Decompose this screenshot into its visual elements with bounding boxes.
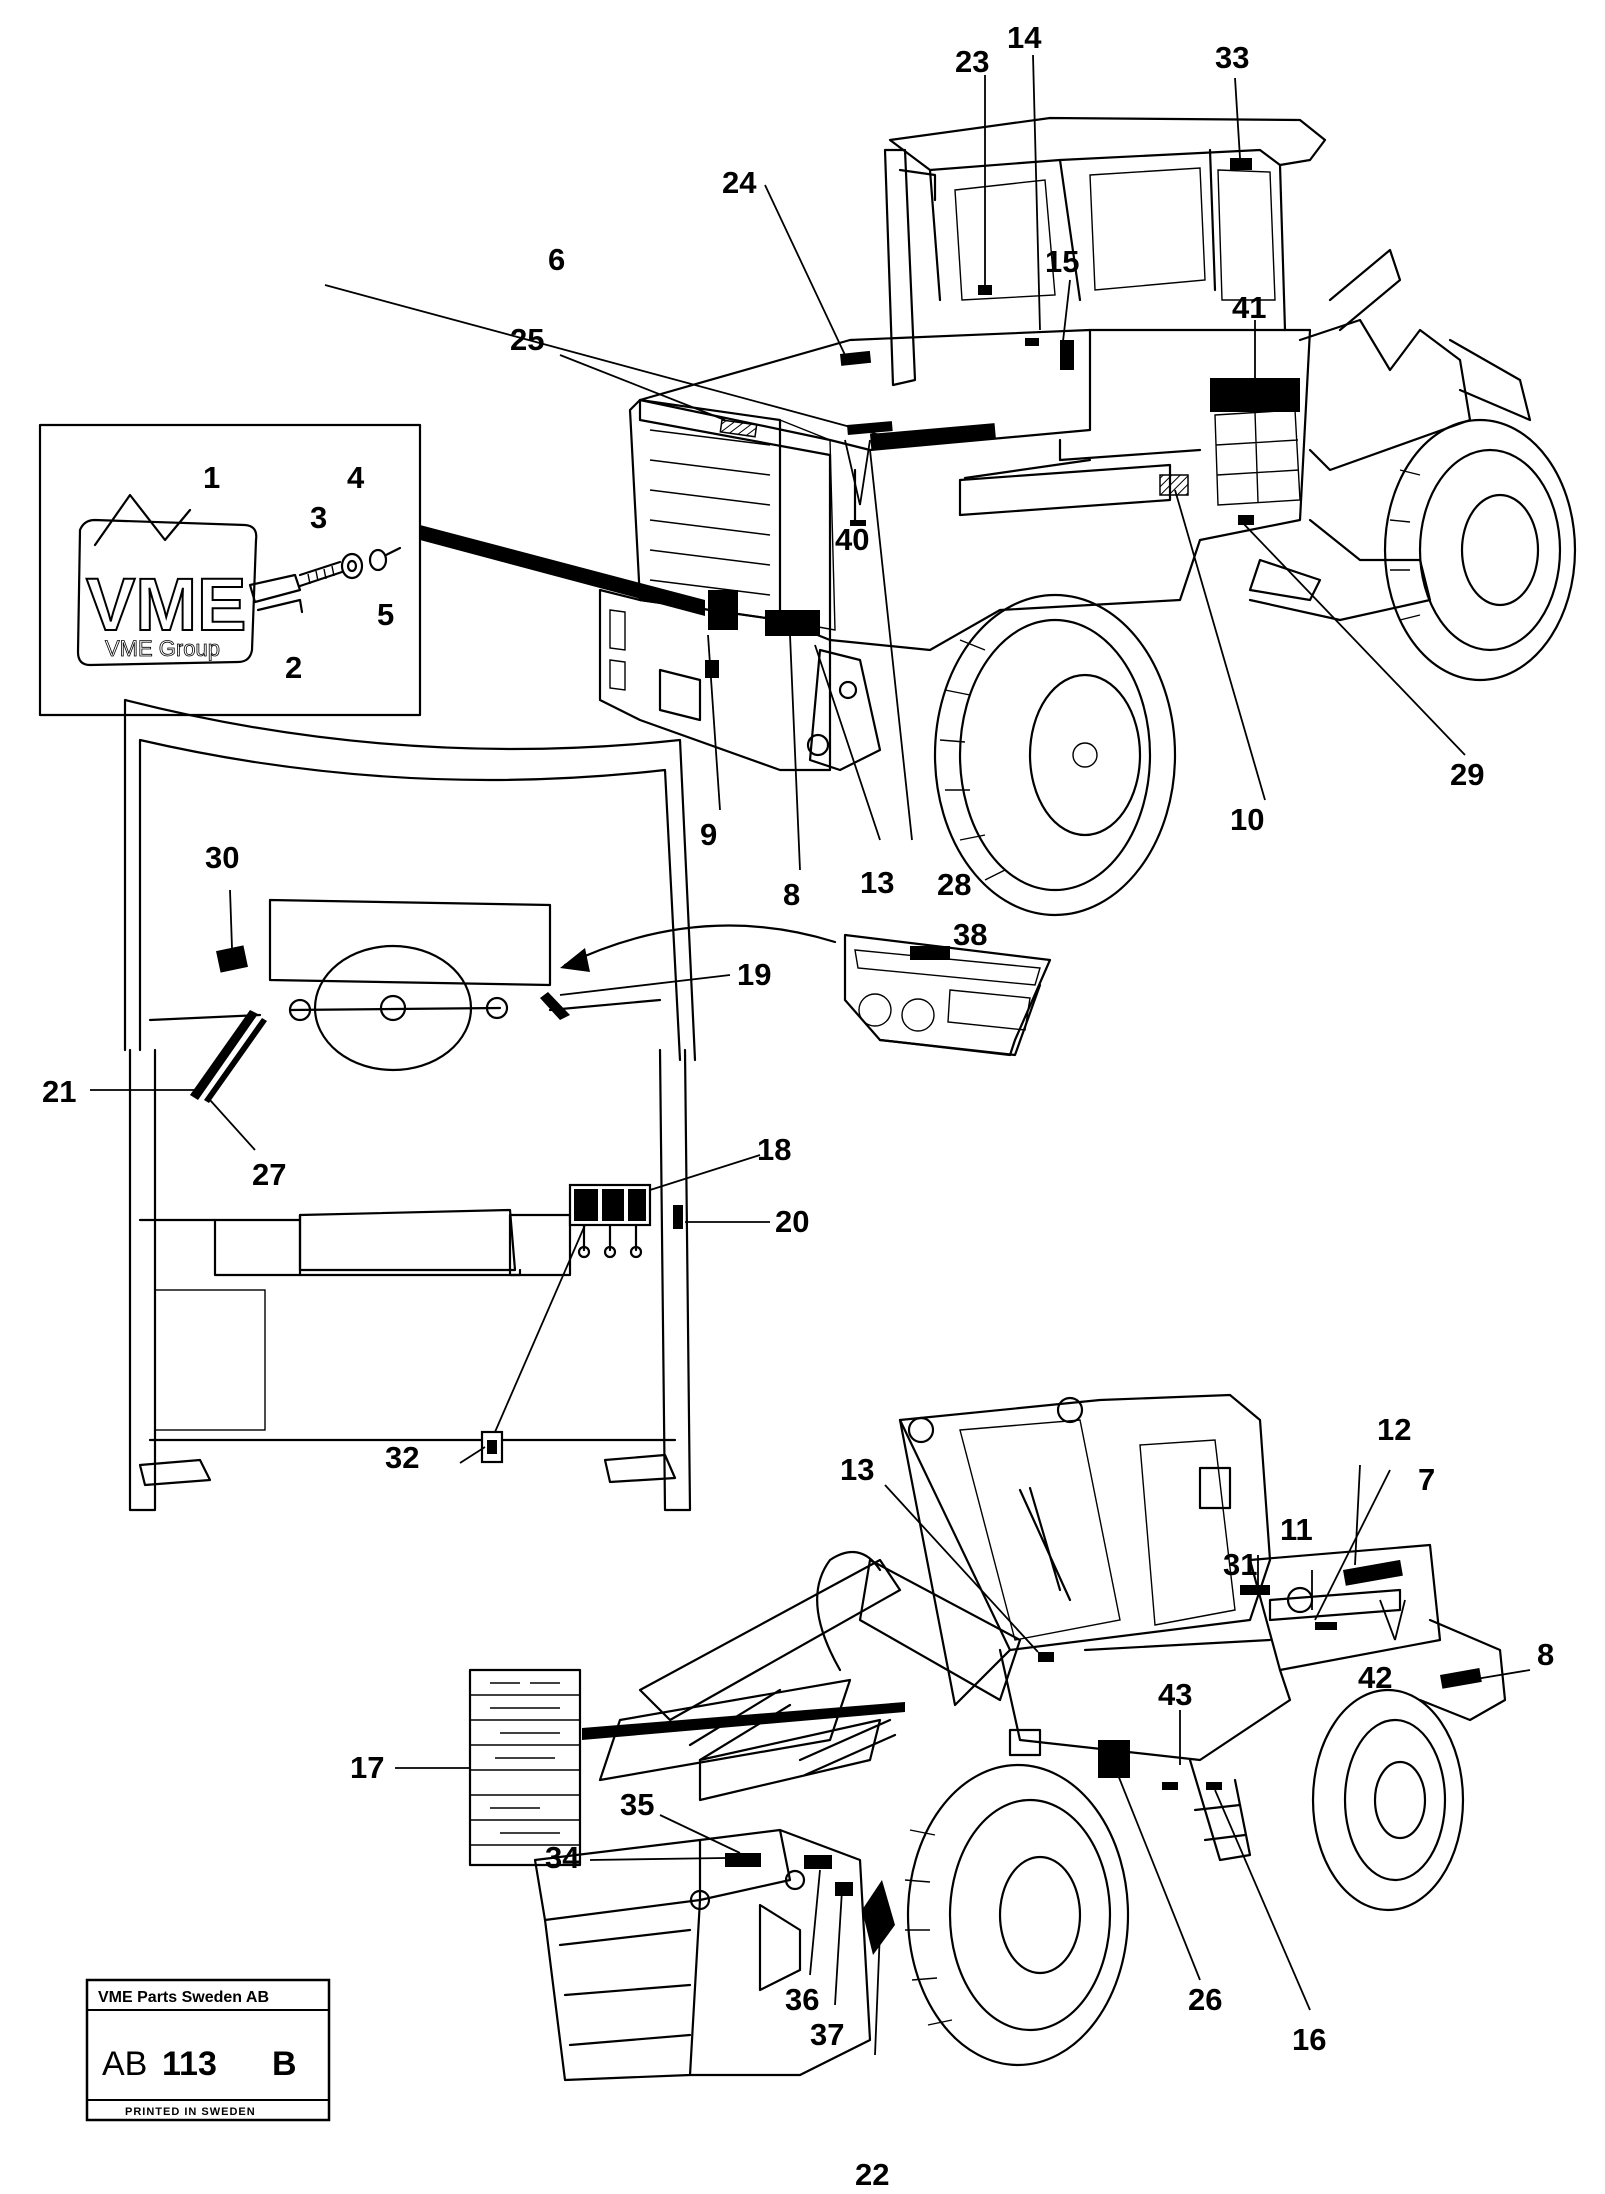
callout-8-top: 8 xyxy=(783,877,800,912)
drawing-code-suffix: B xyxy=(272,2045,297,2083)
vme-logo-plate xyxy=(76,518,258,667)
printed-footer: PRINTED IN SWEDEN xyxy=(125,2106,256,2118)
callout-13-bottom: 13 xyxy=(840,1452,874,1487)
callout-21: 21 xyxy=(42,1074,76,1109)
callout-8-bottom: 8 xyxy=(1537,1637,1554,1672)
callout-18: 18 xyxy=(757,1132,791,1167)
loader-rear-view xyxy=(598,116,1577,917)
callout-19: 19 xyxy=(737,957,771,992)
company-name: VME Parts Sweden AB xyxy=(98,1989,269,2006)
title-block: VME Parts Sweden AB AB 113 B PRINTED IN … xyxy=(85,1978,331,2122)
callout-1: 1 xyxy=(203,460,220,495)
callout-43: 43 xyxy=(1158,1677,1192,1712)
callout-labels: 1 2 3 4 5 6 7 8 8 9 10 11 12 13 13 14 15… xyxy=(42,20,1554,2192)
callout-9: 9 xyxy=(700,817,717,852)
callout-33: 33 xyxy=(1215,40,1249,75)
logo-sub-text: VME Group xyxy=(105,636,220,661)
callout-29: 29 xyxy=(1450,757,1484,792)
callout-38: 38 xyxy=(953,917,987,952)
callout-35: 35 xyxy=(620,1787,654,1822)
callout-11: 11 xyxy=(1280,1512,1313,1547)
callout-37: 37 xyxy=(810,2017,844,2052)
drawing-code-number: 113 xyxy=(162,2045,217,2083)
logo-mark-text: VME xyxy=(86,563,246,646)
callout-30: 30 xyxy=(205,840,239,875)
callout-10: 10 xyxy=(1230,802,1264,837)
callout-27: 27 xyxy=(252,1157,286,1192)
callout-25: 25 xyxy=(510,322,544,357)
logo-inset: VME VME Group xyxy=(38,423,705,717)
callout-41: 41 xyxy=(1232,290,1266,325)
callout-5: 5 xyxy=(377,597,394,632)
callout-7: 7 xyxy=(1418,1462,1435,1497)
callout-31: 31 xyxy=(1223,1547,1257,1582)
callout-34: 34 xyxy=(545,1840,580,1875)
cab-interior-view xyxy=(123,698,1052,1512)
callout-3: 3 xyxy=(310,500,327,535)
callout-28: 28 xyxy=(937,867,971,902)
callout-36: 36 xyxy=(785,1982,819,2017)
callout-13-top: 13 xyxy=(860,865,894,900)
callout-20: 20 xyxy=(775,1204,809,1239)
callout-12: 12 xyxy=(1377,1412,1411,1447)
leader-lines xyxy=(90,54,1531,2056)
callout-40: 40 xyxy=(835,522,869,557)
callout-6: 6 xyxy=(548,242,565,277)
loader-front-view xyxy=(533,1393,1507,2082)
callout-32: 32 xyxy=(385,1440,419,1475)
callout-22: 22 xyxy=(855,2157,889,2192)
callout-15: 15 xyxy=(1045,244,1079,279)
callout-24: 24 xyxy=(722,165,757,200)
callout-26: 26 xyxy=(1188,1982,1222,2017)
callout-4: 4 xyxy=(347,460,365,495)
callout-23: 23 xyxy=(955,44,989,79)
callout-16: 16 xyxy=(1292,2022,1326,2057)
drawing-code-prefix: AB xyxy=(102,2045,147,2083)
callout-17: 17 xyxy=(350,1750,384,1785)
callout-42: 42 xyxy=(1358,1660,1392,1695)
callout-2: 2 xyxy=(285,650,302,685)
callout-14: 14 xyxy=(1007,20,1042,55)
